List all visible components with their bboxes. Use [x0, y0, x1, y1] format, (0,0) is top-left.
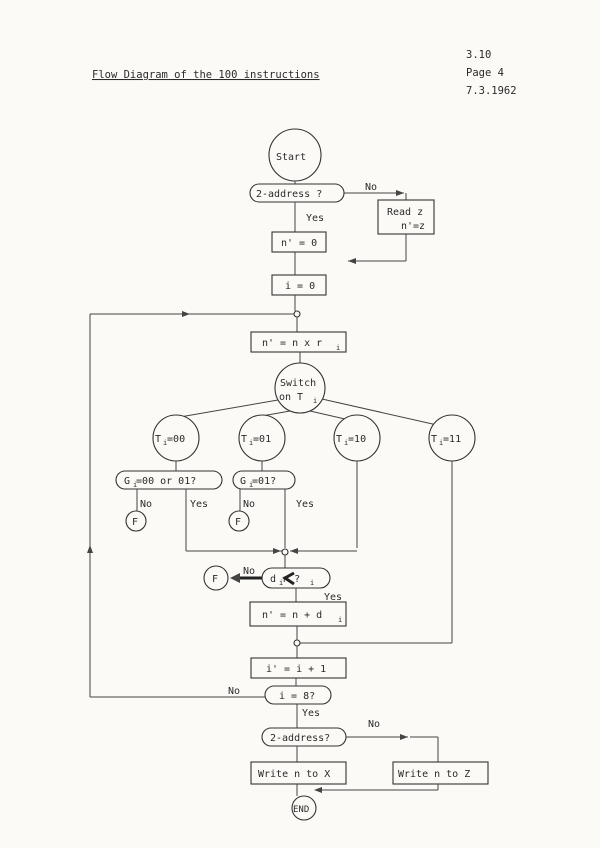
fail-node-1-label: F [132, 517, 138, 528]
two-address-decision-1-label: 2-address ? [256, 189, 322, 200]
svg-text:i: i [344, 439, 348, 447]
increment-box [250, 657, 347, 679]
svg-text:i: i [338, 616, 342, 624]
add-label: n' = n + d [262, 610, 322, 621]
svg-text:i: i [310, 579, 314, 587]
multiply-label: n' = n x r [262, 338, 322, 349]
label-yes-2: Yes [190, 499, 208, 510]
svg-text:i: i [249, 439, 253, 447]
label-no-2: No [140, 499, 152, 510]
i-test-decision [264, 685, 332, 705]
start-label: Start [276, 152, 306, 163]
fail-node-3-label: F [212, 574, 218, 585]
junction-2 [281, 548, 289, 556]
g-test-decision-2 [232, 470, 296, 490]
g-test-decision-1 [115, 470, 223, 490]
increment-label: i' = i + 1 [266, 664, 326, 675]
fail-node-1 [125, 510, 147, 532]
label-yes-3: Yes [296, 499, 314, 510]
add-box [249, 601, 347, 627]
svg-text:i: i [163, 439, 167, 447]
svg-text:i: i [313, 397, 317, 405]
g-test-decision-1-label: G =00 or 01? [124, 476, 196, 487]
g-test-decision-2-label: G =01? [240, 476, 276, 487]
svg-text:i: i [133, 481, 137, 489]
svg-text:i: i [336, 344, 340, 352]
switch-label: Switch [280, 378, 316, 389]
label-yes-5: Yes [302, 708, 320, 719]
fail-node-2-label: F [235, 517, 241, 528]
n-zero-label: n' = 0 [281, 238, 317, 249]
end-label: END [293, 805, 309, 815]
write-z-label: Write n to Z [398, 769, 470, 780]
t10-label: T =10 [336, 434, 366, 445]
i-zero-box [271, 274, 327, 296]
write-z-box [392, 761, 489, 785]
n-eq-z-label: n'=z [401, 221, 425, 232]
label-no-5: No [228, 686, 240, 697]
i-test-label: i = 8? [279, 691, 315, 702]
label-no-6: No [368, 719, 380, 730]
label-no-4: No [243, 566, 255, 577]
page-number: Page 4 [466, 67, 504, 79]
document-date: 7.3.1962 [466, 85, 517, 97]
read-z-label: Read z [387, 207, 423, 218]
junction-1 [293, 310, 301, 318]
fail-node-3 [203, 565, 229, 591]
svg-text:i: i [279, 579, 283, 587]
label-no-1: No [365, 182, 377, 193]
end-node [291, 795, 317, 821]
less-than-symbol [282, 571, 295, 586]
svg-text:i: i [249, 481, 253, 489]
write-x-label: Write n to X [258, 769, 330, 780]
t00-label: T =00 [155, 434, 185, 445]
document-title: Flow Diagram of the 100 instructions [92, 69, 320, 81]
n-zero-box [271, 231, 327, 253]
two-address-decision-2-label: 2-address? [270, 733, 330, 744]
label-no-3: No [243, 499, 255, 510]
label-yes-1: Yes [306, 213, 324, 224]
switch-node [274, 362, 326, 414]
read-z-box [377, 199, 435, 235]
t11-label: T =11 [431, 434, 461, 445]
multiply-box [250, 331, 347, 353]
t01-label: T =01 [241, 434, 271, 445]
switch-on-label: on T [279, 392, 303, 403]
fail-node-2 [228, 510, 250, 532]
document-ref: 3.10 [466, 49, 491, 61]
svg-text:i: i [439, 439, 443, 447]
write-x-box [250, 761, 347, 785]
label-yes-4: Yes [324, 592, 342, 603]
junction-3 [293, 639, 301, 647]
i-zero-label: i = 0 [285, 281, 315, 292]
